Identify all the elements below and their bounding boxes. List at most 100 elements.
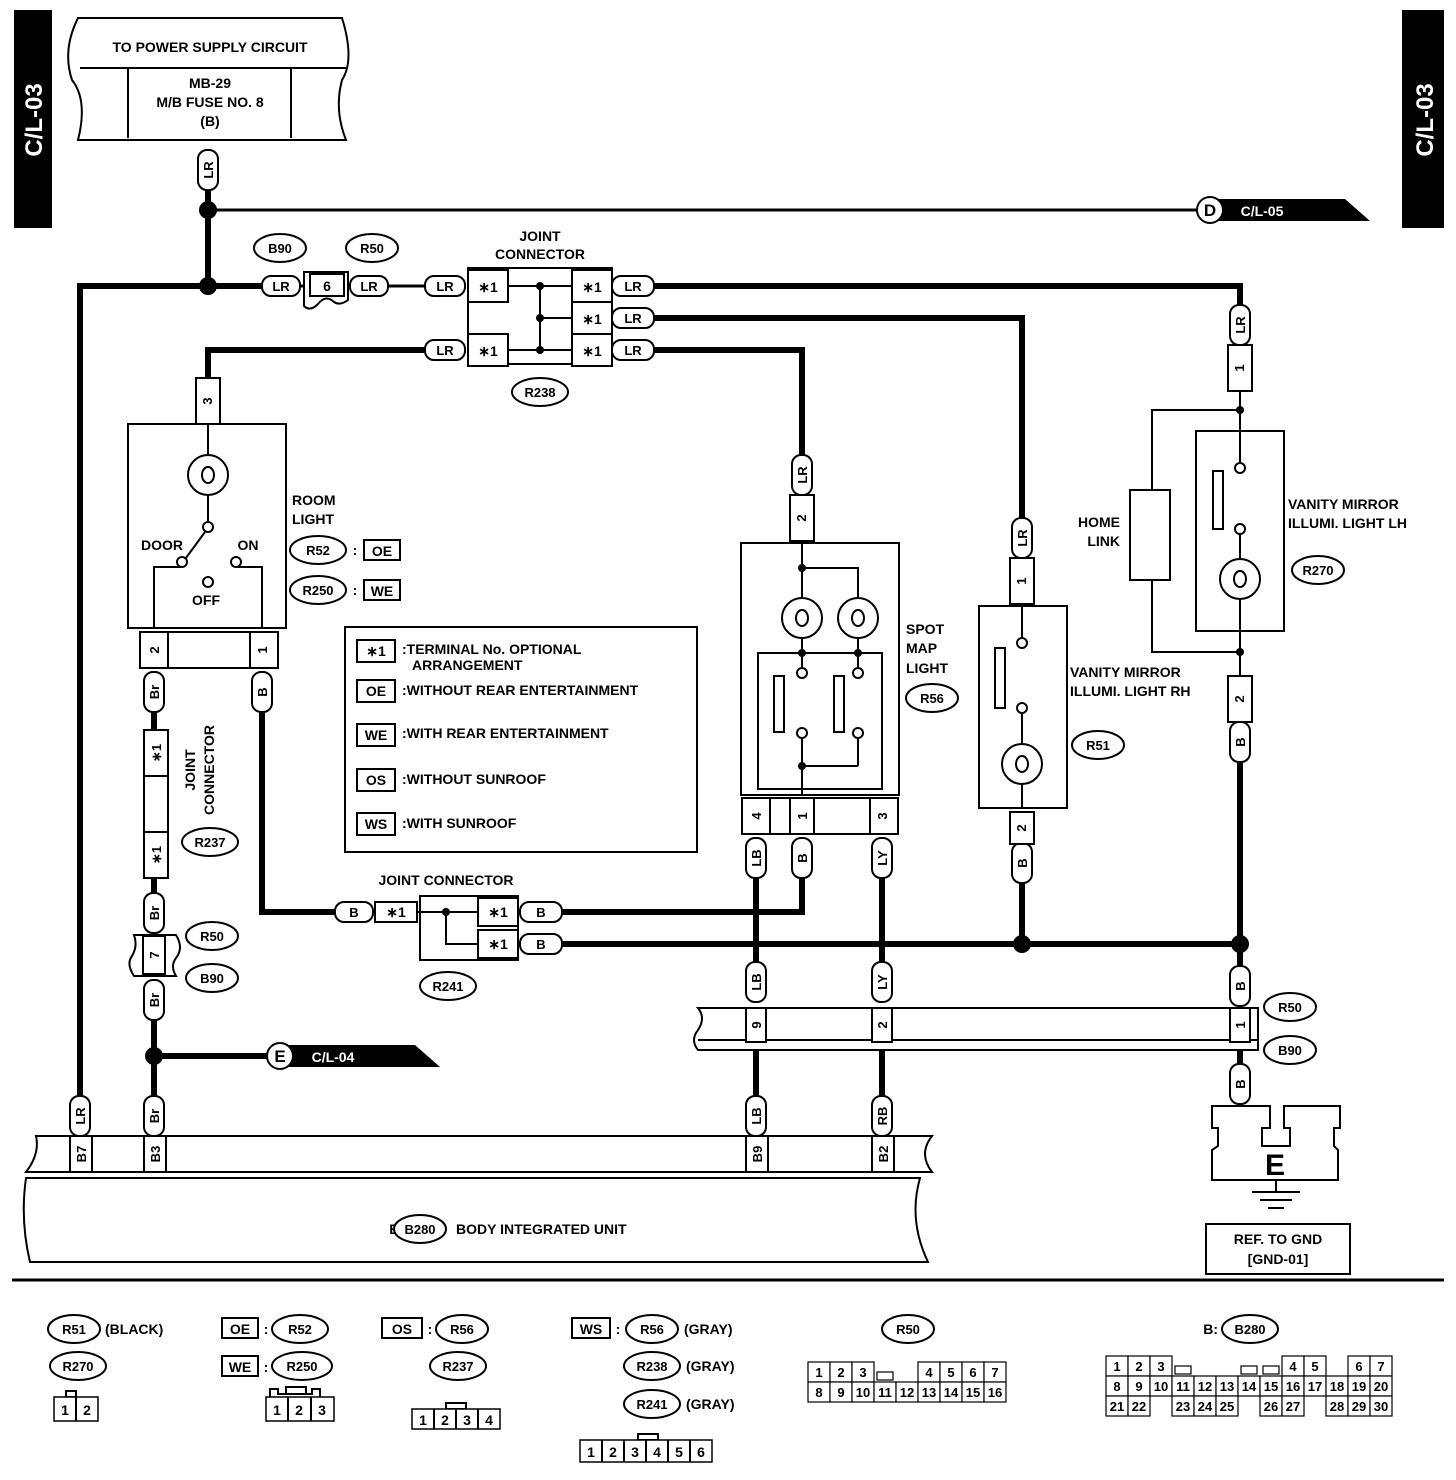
svg-text:ON: ON xyxy=(238,537,259,553)
svg-text:2: 2 xyxy=(295,1402,303,1418)
svg-text:VANITY MIRROR: VANITY MIRROR xyxy=(1288,496,1399,512)
svg-text:LY: LY xyxy=(875,974,890,990)
svg-text:WS: WS xyxy=(580,1321,603,1337)
svg-text:3: 3 xyxy=(631,1444,639,1460)
svg-text:LB: LB xyxy=(749,849,764,866)
svg-text:BODY INTEGRATED UNIT: BODY INTEGRATED UNIT xyxy=(456,1221,627,1237)
b280-pin-label: 23 xyxy=(1176,1399,1190,1414)
r50-pin-label: 9 xyxy=(837,1385,844,1400)
connector-label-r50-top: R50 xyxy=(345,233,399,263)
svg-text:R50: R50 xyxy=(360,241,384,256)
svg-text:∗1: ∗1 xyxy=(488,904,508,920)
wire-tag-br-3: Br xyxy=(143,979,165,1021)
b280-pin-label: 16 xyxy=(1286,1379,1300,1394)
svg-text:∗1: ∗1 xyxy=(149,744,164,762)
svg-text:OS: OS xyxy=(392,1321,412,1337)
svg-text:MB-29: MB-29 xyxy=(189,75,231,91)
ref-arrow-d: D C/L-05 xyxy=(1196,196,1370,224)
svg-text:R237: R237 xyxy=(194,835,225,850)
r50-pin-label: 7 xyxy=(991,1365,998,1380)
wire-tag-b-gnd-1: B xyxy=(1229,965,1251,1007)
svg-text:LR: LR xyxy=(436,343,454,358)
svg-text::: : xyxy=(353,582,358,598)
legend-box: ∗1 :TERMINAL No. OPTIONAL ARRANGEMENT OE… xyxy=(344,626,698,853)
b280-pin-label: 15 xyxy=(1264,1379,1278,1394)
svg-text:R51: R51 xyxy=(1086,738,1110,753)
b280-pin-label: 11 xyxy=(1176,1379,1190,1394)
wire-tag-lr-h3: LR xyxy=(424,275,466,297)
connector-pin-6: 6 xyxy=(303,271,349,310)
svg-text:LB: LB xyxy=(749,973,764,990)
spot-map-light: 2 4 1 3 SPOT MAP LIGHT R56 xyxy=(740,494,959,835)
b280-pin-label: 29 xyxy=(1352,1399,1366,1414)
svg-text:JOINT: JOINT xyxy=(182,749,198,791)
svg-text:WE: WE xyxy=(371,583,394,599)
svg-text:Br: Br xyxy=(147,906,162,920)
svg-text:LINK: LINK xyxy=(1087,533,1120,549)
svg-text:OE: OE xyxy=(372,543,392,559)
svg-text:2: 2 xyxy=(794,514,809,521)
svg-text::: : xyxy=(616,1321,621,1337)
svg-text:ARRANGEMENT: ARRANGEMENT xyxy=(412,657,523,673)
svg-text:R51: R51 xyxy=(62,1322,86,1337)
b280-pin-label: 4 xyxy=(1289,1359,1297,1374)
svg-text:4: 4 xyxy=(485,1412,493,1428)
b280-pin-label: 6 xyxy=(1355,1359,1362,1374)
svg-text:3: 3 xyxy=(200,397,215,404)
svg-text:R50: R50 xyxy=(200,929,224,944)
six-pin-face: 1 2 3 4 5 6 xyxy=(579,1433,713,1463)
page-tab-right: C/L-03 xyxy=(1402,10,1444,228)
svg-text:JOINT: JOINT xyxy=(519,228,561,244)
svg-text:B: B xyxy=(349,905,358,920)
r50-pin-label: 2 xyxy=(837,1365,844,1380)
b280-pin-label: 7 xyxy=(1377,1359,1384,1374)
b280-pin-label: 18 xyxy=(1330,1379,1344,1394)
b280-pin-label: 2 xyxy=(1135,1359,1142,1374)
r50-pin-label: 16 xyxy=(988,1385,1002,1400)
svg-text::: : xyxy=(428,1321,433,1337)
svg-text:(BLACK): (BLACK) xyxy=(105,1321,163,1337)
svg-text:SPOT: SPOT xyxy=(906,621,945,637)
svg-text:B90: B90 xyxy=(1278,1043,1302,1058)
r50-pin-label: 1 xyxy=(815,1365,822,1380)
svg-text:JOINT CONNECTOR: JOINT CONNECTOR xyxy=(378,872,513,888)
svg-text:LR: LR xyxy=(436,279,454,294)
wire-tag-lb-spot: LB xyxy=(745,837,767,879)
svg-text:B280: B280 xyxy=(1234,1322,1265,1337)
b280-pin-label: 5 xyxy=(1311,1359,1318,1374)
svg-text:R237: R237 xyxy=(442,1359,473,1374)
svg-text:2: 2 xyxy=(147,646,162,653)
wire-tag-lr-h1: LR xyxy=(261,275,301,297)
b280-pin-label: 20 xyxy=(1374,1379,1388,1394)
svg-text:R270: R270 xyxy=(1302,563,1333,578)
svg-text:∗1: ∗1 xyxy=(366,643,386,659)
svg-text:1: 1 xyxy=(273,1402,281,1418)
b280-pin-label: 22 xyxy=(1132,1399,1146,1414)
svg-text:B: B xyxy=(795,853,810,862)
svg-text:B: B xyxy=(1233,981,1248,990)
wire-tags-horizontal: LR LR LR LR LR LR LR B B B xyxy=(261,275,655,955)
svg-text::: : xyxy=(264,1359,269,1375)
wire-tag-lr-h7: LR xyxy=(611,339,655,361)
svg-text:ROOM: ROOM xyxy=(292,492,336,508)
svg-text:6: 6 xyxy=(323,278,331,294)
svg-text:B90: B90 xyxy=(200,971,224,986)
wire-tag-b-h3: B xyxy=(519,933,563,955)
svg-text:C/L-03: C/L-03 xyxy=(1412,83,1439,156)
connector-strip-r50-b90: 9 2 1 R50 B90 xyxy=(693,992,1317,1065)
wire-tag-lb-mid: LB xyxy=(745,961,767,1003)
svg-text:E: E xyxy=(1265,1149,1285,1182)
b280-pin-label: 26 xyxy=(1264,1399,1278,1414)
svg-text:CONNECTOR: CONNECTOR xyxy=(495,246,585,262)
body-integrated-unit: B7 B3 B9 B2 B: B280 BODY INTEGRATED UNIT xyxy=(22,1135,935,1263)
svg-text:LB: LB xyxy=(749,1107,764,1124)
r50-pin-label: 12 xyxy=(900,1385,914,1400)
r50-pin-label: 15 xyxy=(966,1385,980,1400)
three-pin-face: 1 2 3 xyxy=(265,1386,335,1422)
svg-text:RB: RB xyxy=(875,1107,890,1126)
svg-text:R50: R50 xyxy=(1278,1000,1302,1015)
svg-text:(GRAY): (GRAY) xyxy=(686,1358,735,1374)
svg-text:HOME: HOME xyxy=(1078,514,1120,530)
r50-pin-label: 8 xyxy=(815,1385,822,1400)
